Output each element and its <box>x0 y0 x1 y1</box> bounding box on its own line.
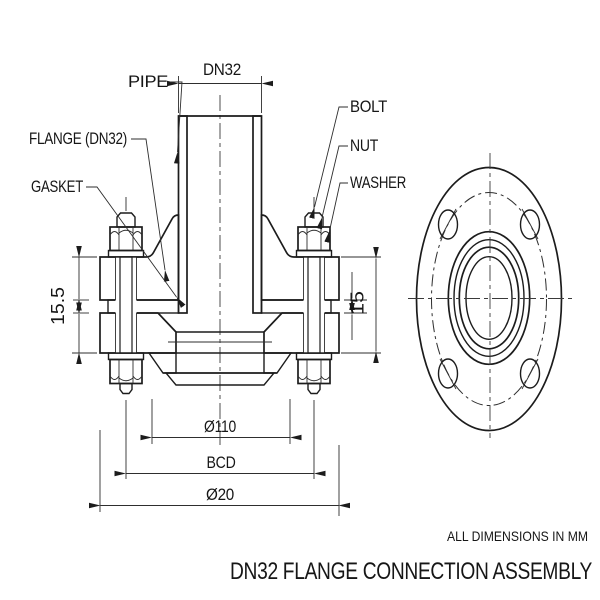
dimensions-note: ALL DIMENSIONS IN MM <box>447 528 588 544</box>
front-view <box>408 153 572 438</box>
dim-flange-thickness: 15.5 <box>48 287 68 325</box>
dimension-155: 15.5 <box>48 246 97 364</box>
bolt-assembly-right <box>295 197 333 395</box>
dimension-od: Ø20 <box>89 430 350 516</box>
dim-raised-face: Ø110 <box>204 417 236 436</box>
leader-nut <box>316 145 348 230</box>
bolt-assembly-left <box>107 197 145 395</box>
bolt-circle-segment <box>439 358 457 390</box>
label-nut: NUT <box>350 137 378 155</box>
lower-recess-detail <box>163 331 277 386</box>
section-view: DN32 15.5 15 Ø110 <box>29 60 407 516</box>
dimension-dn32: DN32 <box>167 60 273 113</box>
dim-stack-thickness: 15 <box>348 291 368 315</box>
bolt-stud <box>119 256 133 354</box>
pipe-outer-ring <box>458 246 520 350</box>
drawing-title: DN32 FLANGE CONNECTION ASSEMBLY <box>230 558 592 585</box>
footer: ALL DIMENSIONS IN MM DN32 FLANGE CONNECT… <box>230 528 593 585</box>
gasket-face-ring <box>453 238 525 357</box>
label-gasket: GASKET <box>31 178 83 196</box>
flange-outer-edge <box>415 166 563 432</box>
leader-pipe <box>170 81 183 164</box>
bolt-circle-segment <box>521 358 539 390</box>
label-flange: FLANGE (DN32) <box>29 130 127 148</box>
bolt-hole-bottom-right <box>519 358 541 389</box>
lower-flange-left <box>99 312 177 354</box>
bolt-hole-top-right <box>519 209 541 240</box>
washer-top <box>295 249 333 258</box>
leader-flange <box>131 138 170 282</box>
pipe-stub-end <box>164 372 276 386</box>
bolt-hole-top-left <box>437 209 459 240</box>
part-labels: PIPE FLANGE (DN32) GASKET BOLT NUT WASHE… <box>29 73 407 308</box>
bolt-tip <box>119 382 133 395</box>
bolt-tip <box>307 382 321 395</box>
bolt-stud <box>307 256 321 354</box>
lower-flange-right <box>263 312 340 354</box>
dim-pipe-bore: DN32 <box>203 60 241 79</box>
label-bolt: BOLT <box>350 98 387 116</box>
dim-bolt-circle: BCD <box>207 453 236 472</box>
dimension-15: 15 <box>341 247 381 363</box>
leader-gasket <box>86 186 186 308</box>
dimension-bcd: BCD <box>114 400 326 479</box>
washer-top <box>107 249 145 258</box>
raised-face-edge <box>447 230 531 366</box>
leader-bolt <box>309 106 348 219</box>
dimension-110: Ø110 <box>140 399 302 444</box>
bolt-circle <box>431 192 547 406</box>
label-washer: WASHER <box>350 174 406 192</box>
pipe-bore-ring <box>465 256 513 341</box>
bolt-circle-segment <box>521 208 539 240</box>
bolt-circle-segment <box>439 208 457 240</box>
dim-outer-diameter: Ø20 <box>206 485 234 504</box>
leader-washer <box>324 182 348 243</box>
bolt-hole-bottom-left <box>437 358 459 389</box>
label-pipe: PIPE <box>128 73 168 91</box>
